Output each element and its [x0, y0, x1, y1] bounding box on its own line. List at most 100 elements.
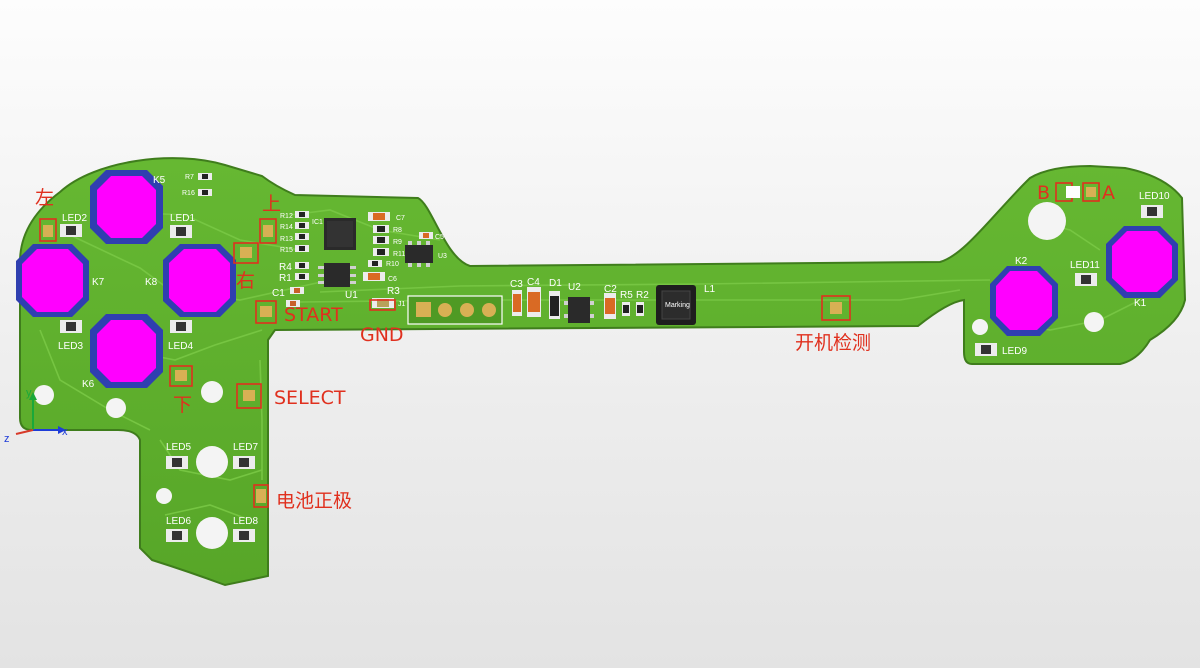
hole	[156, 488, 172, 504]
label-R2: R2	[636, 290, 649, 301]
hole	[1028, 202, 1066, 240]
led-LED11	[1075, 273, 1097, 286]
switch-K2	[990, 266, 1058, 336]
hole	[196, 446, 228, 478]
label-LED10: LED10	[1139, 191, 1170, 202]
label-K8: K8	[145, 277, 158, 288]
label-C4: C4	[527, 277, 540, 288]
label-LED4: LED4	[168, 341, 193, 352]
annotation-power-detect: 开机检测	[795, 332, 871, 354]
label-R1: R1	[279, 273, 292, 284]
label-D1: D1	[549, 278, 562, 289]
label-L1: L1	[704, 284, 716, 295]
led-LED2	[60, 224, 82, 237]
label-R7: R7	[185, 174, 194, 181]
annotation-b: B	[1037, 182, 1050, 204]
ic-IC1	[324, 218, 356, 250]
axis-y-label: y	[26, 387, 32, 399]
annotation-up: 上	[262, 193, 281, 215]
ic-U2	[564, 297, 594, 323]
test-pads	[39, 182, 1100, 508]
ic-U3	[405, 241, 433, 267]
label-U1: U1	[345, 290, 358, 301]
label-LED3: LED3	[58, 341, 83, 352]
hole	[201, 381, 223, 403]
leds	[60, 205, 1163, 542]
label-LED1: LED1	[170, 213, 195, 224]
button-switches	[16, 170, 1178, 388]
led-LED1	[170, 225, 192, 238]
led-LED5	[166, 456, 188, 469]
hole	[106, 398, 126, 418]
label-C5: C5	[435, 234, 444, 241]
led-LED6	[166, 529, 188, 542]
label-K6: K6	[82, 379, 95, 390]
annotation-down: 下	[173, 394, 192, 416]
label-U2: U2	[568, 282, 581, 293]
switch-K1	[1106, 226, 1178, 298]
annotation-right: 右	[236, 270, 255, 292]
label-inductor-marking: Marking	[665, 302, 690, 309]
label-LED7: LED7	[233, 442, 258, 453]
axis-x-label: x	[62, 426, 68, 438]
ics	[318, 218, 696, 325]
annotation-gnd: GND	[360, 324, 404, 346]
label-LED9: LED9	[1002, 346, 1027, 357]
label-U3: U3	[438, 253, 447, 260]
mounting-holes	[34, 202, 1104, 549]
switch-K5	[90, 170, 163, 244]
led-LED3	[60, 320, 82, 333]
label-R9: R9	[393, 239, 402, 246]
label-K7: K7	[92, 277, 105, 288]
switch-K7	[16, 244, 89, 317]
annotation-a: A	[1102, 182, 1115, 204]
label-R3: R3	[387, 286, 400, 297]
led-LED8	[233, 529, 255, 542]
annotations: 左 上 右 下 START SELECT GND 电池正极 开机检测 B A	[35, 182, 1115, 512]
label-R12: R12	[280, 213, 293, 220]
label-R4: R4	[279, 262, 292, 273]
annotation-start: START	[284, 304, 343, 326]
passives	[198, 173, 644, 319]
label-IC1: IC1	[312, 219, 323, 226]
label-R11: R11	[393, 251, 405, 258]
ic-U1	[318, 263, 356, 287]
led-LED9	[975, 343, 997, 356]
label-LED11: LED11	[1070, 260, 1100, 271]
pcb-board-outline	[19, 157, 1187, 587]
axis-z-label: z	[4, 433, 10, 445]
hole	[196, 517, 228, 549]
hole	[972, 319, 988, 335]
annotation-select: SELECT	[274, 387, 346, 409]
axis-triad: x y z	[4, 387, 68, 445]
switch-K6	[90, 314, 163, 388]
hole	[34, 385, 54, 405]
label-K5: K5	[153, 175, 166, 186]
led-LED7	[233, 456, 255, 469]
label-C2: C2	[604, 284, 617, 295]
annotation-battery-positive: 电池正极	[276, 490, 352, 512]
label-LED6: LED6	[166, 516, 191, 527]
connector-J1	[407, 295, 503, 325]
label-C1: C1	[272, 288, 285, 299]
label-R16: R16	[182, 190, 195, 197]
label-LED8: LED8	[233, 516, 258, 527]
label-R8: R8	[393, 227, 402, 234]
label-K2: K2	[1015, 256, 1028, 267]
label-R14: R14	[280, 224, 293, 231]
hole	[1084, 312, 1104, 332]
led-LED4	[170, 320, 192, 333]
inductor-L1	[656, 285, 696, 325]
label-C3: C3	[510, 279, 523, 290]
label-LED5: LED5	[166, 442, 191, 453]
led-LED10	[1141, 205, 1163, 218]
switch-K8	[163, 244, 236, 317]
label-R15: R15	[280, 247, 293, 254]
label-C7: C7	[396, 215, 405, 222]
label-C6: C6	[388, 276, 397, 283]
silkscreen: K5 K7 K8 K6 K2 K1 LED1 LED2 LED3 LED4 LE…	[58, 174, 1170, 527]
label-LED2: LED2	[62, 213, 87, 224]
label-J1: J1	[398, 301, 406, 308]
